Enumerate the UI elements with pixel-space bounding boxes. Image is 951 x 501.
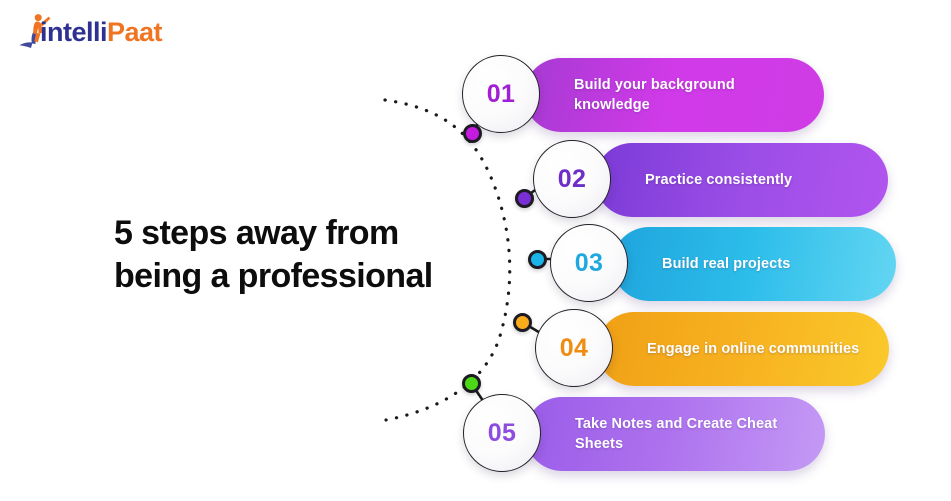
step-label-04: Engage in online communities [647,341,860,357]
person-figure-logo-icon [19,14,51,48]
step-pill-05[interactable]: Take Notes and Create Cheat Sheets [525,397,825,471]
step-node-dot-01 [463,124,482,143]
step-label-03: Build real projects [662,256,791,272]
brand-name-part1: intelli [40,17,108,47]
step-badge-02[interactable]: 02 [533,140,611,218]
step-pill-01[interactable]: Build your background knowledge [524,58,824,132]
step-pill-04[interactable]: Engage in online communities [597,312,889,386]
step-number-01: 01 [486,79,516,108]
step-badge-03[interactable]: 03 [550,224,628,302]
step-node-dot-03 [528,250,547,269]
step-node-dot-05 [462,374,481,393]
step-number-05: 05 [487,418,517,447]
page-title-line-1: 5 steps away from [114,214,399,252]
step-badge-01[interactable]: 01 [462,55,540,133]
step-pill-02[interactable]: Practice consistently [595,143,888,217]
step-number-03: 03 [574,248,604,277]
page-title-line-2: being a professional [114,256,433,295]
step-label-05: Take Notes and Create Cheat Sheets [575,416,778,452]
step-badge-04[interactable]: 04 [535,309,613,387]
page-title: 5 steps away from being a professional [114,212,484,298]
step-node-dot-02 [515,189,534,208]
step-label-02: Practice consistently [645,172,793,188]
brand-logo: intelliPaat [18,8,198,56]
step-badge-05[interactable]: 05 [463,394,541,472]
brand-name-part2: Paat [107,17,163,47]
step-node-dot-04 [513,313,532,332]
step-number-04: 04 [559,333,589,362]
step-number-02: 02 [557,164,587,193]
step-label-01: Build your background knowledge [574,77,735,113]
brand-logo-text: intelliPaat [40,17,163,48]
step-pill-03[interactable]: Build real projects [612,227,896,301]
